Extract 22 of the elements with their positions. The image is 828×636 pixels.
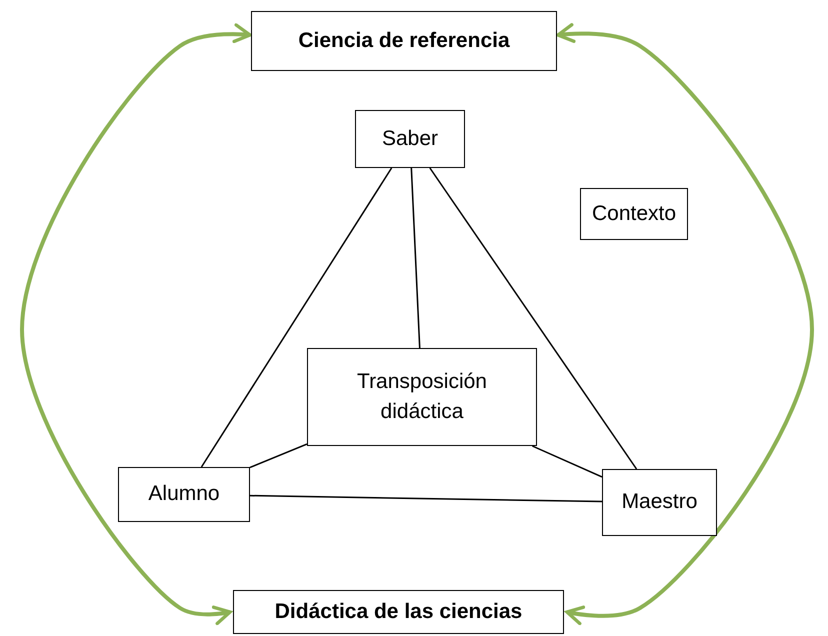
connector-line <box>200 168 392 468</box>
concept-box <box>118 467 250 522</box>
concept-box <box>251 11 557 71</box>
node-label: Saber <box>382 126 438 152</box>
double-arrow <box>556 23 814 625</box>
node-label: Transposición didáctica <box>356 368 488 425</box>
node-label: Contexto <box>592 200 676 227</box>
concept-box <box>602 469 717 536</box>
connector-line <box>250 494 602 502</box>
connector-line <box>532 445 602 478</box>
connector-line <box>410 168 420 348</box>
connector-line <box>250 443 308 468</box>
concept-box <box>580 188 688 240</box>
concept-box <box>307 348 537 446</box>
concept-box <box>355 110 465 168</box>
node-label: Didáctica de las ciencias <box>274 598 522 625</box>
node-label: Alumno <box>148 481 220 508</box>
connector-line <box>429 168 638 470</box>
double-arrow <box>20 23 252 625</box>
node-label: Ciencia de referencia <box>298 28 510 54</box>
concept-box <box>233 590 564 634</box>
node-label: Maestro <box>622 489 698 516</box>
